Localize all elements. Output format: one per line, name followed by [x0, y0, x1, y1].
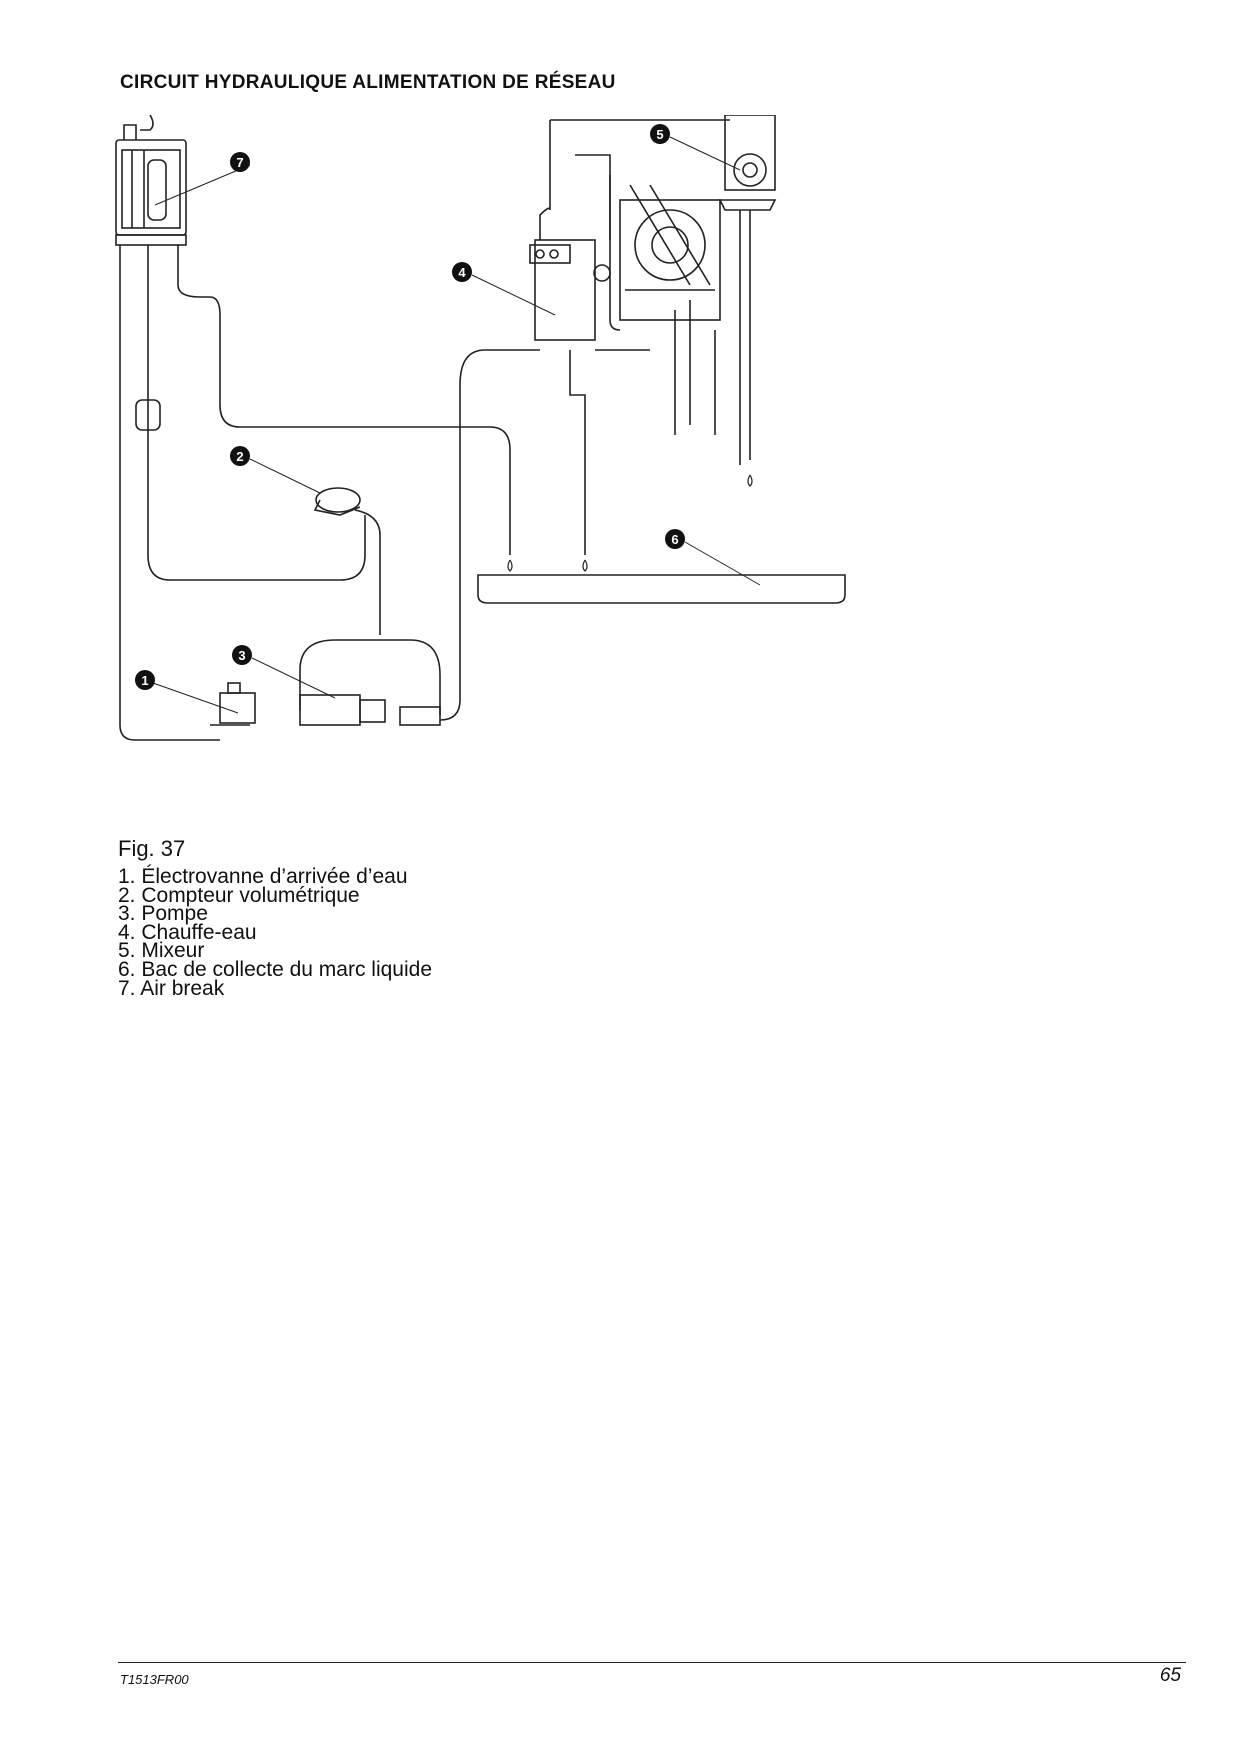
brewer-unit-component	[619, 184, 721, 321]
footer-divider	[118, 1662, 1186, 1663]
hydraulic-circuit-diagram: 7 2 3 1 4 5 6	[110, 115, 970, 835]
heater-component	[529, 239, 611, 341]
svg-text:6: 6	[671, 532, 678, 547]
volumetric-counter-component	[313, 487, 361, 516]
inlet-valve-component	[210, 682, 256, 726]
svg-text:4: 4	[458, 265, 466, 280]
legend-item: 3. Pompe	[118, 902, 208, 926]
page-number: 65	[1159, 1665, 1181, 1686]
legend-item: 4. Chauffe-eau	[118, 920, 257, 944]
document-code: T1513FR00	[120, 1672, 189, 1687]
svg-text:2: 2	[236, 449, 243, 464]
svg-text:1: 1	[141, 673, 148, 688]
svg-text:7: 7	[236, 155, 243, 170]
mixer-component	[718, 115, 777, 211]
grounds-tray-component	[477, 574, 846, 604]
air-break-component	[115, 115, 187, 246]
legend-item: 6. Bac de collecte du marc liquide	[118, 957, 433, 981]
callout-4: 4	[452, 262, 472, 282]
page-title: CIRCUIT HYDRAULIQUE ALIMENTATION DE RÉSE…	[120, 72, 616, 93]
legend-item: 7. Air break	[118, 976, 225, 1000]
callout-5: 5	[650, 124, 670, 144]
svg-text:5: 5	[656, 127, 663, 142]
callout-3: 3	[232, 645, 252, 665]
callout-2: 2	[230, 446, 250, 466]
figure-caption: Fig. 37	[118, 836, 186, 861]
svg-text:3: 3	[238, 648, 245, 663]
pump-component	[299, 694, 441, 726]
legend-item: 1. Électrovanne d’arrivée d’eau	[118, 865, 408, 888]
legend-item: 5. Mixeur	[118, 939, 205, 963]
callout-6: 6	[665, 529, 685, 549]
figure-legend: 1. Électrovanne d’arrivée d’eau 2. Compt…	[118, 865, 433, 1000]
legend-item: 2. Compteur volumétrique	[118, 883, 360, 907]
callout-1: 1	[135, 670, 155, 690]
callout-7: 7	[230, 152, 250, 172]
